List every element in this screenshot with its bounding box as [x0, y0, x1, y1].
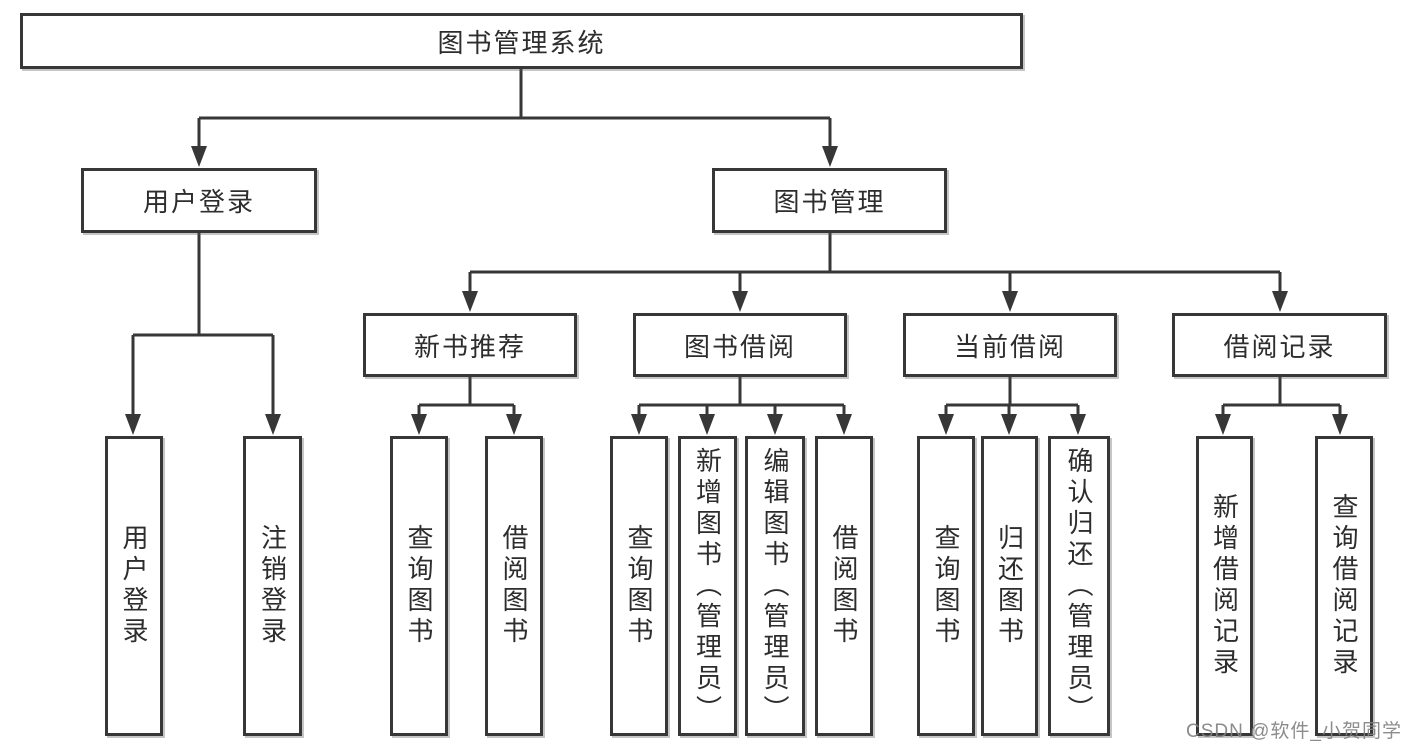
node-book-borrowing: 图书借阅: [633, 313, 847, 377]
node-label: 查询借阅记录: [1329, 493, 1359, 679]
node-label: 注销登录: [257, 524, 288, 648]
node-leaf-return-books: 归还图书: [981, 436, 1038, 736]
node-leaf-logout: 注销登录: [243, 436, 302, 736]
node-borrowing-records: 借阅记录: [1172, 313, 1387, 377]
node-leaf-edit-books-admin: 编辑图书（管理员）: [745, 436, 805, 736]
node-leaf-borrow-books-borrowing: 借阅图书: [815, 436, 873, 736]
node-label: 新增借阅记录: [1209, 493, 1240, 679]
node-leaf-add-books-admin: 新增图书（管理员）: [678, 436, 737, 736]
node-label: 用户登录: [142, 187, 255, 217]
node-label: 借阅图书: [829, 524, 859, 648]
node-leaf-query-books-borrowing: 查询图书: [610, 436, 668, 736]
node-label: 新增图书（管理员）: [692, 447, 723, 726]
node-label: 图书管理: [773, 187, 886, 217]
node-user-login: 用户登录: [81, 168, 317, 233]
node-root: 图书管理系统: [20, 13, 1023, 69]
node-label: 当前借阅: [953, 331, 1066, 362]
node-label: 借阅图书: [499, 524, 529, 648]
node-leaf-confirm-return-admin: 确认归还（管理员）: [1048, 436, 1110, 736]
node-label: 新书推荐: [413, 331, 526, 362]
node-new-book-recommend: 新书推荐: [363, 313, 577, 377]
node-label: 归还图书: [994, 524, 1025, 648]
node-leaf-add-borrow-record: 新增借阅记录: [1196, 436, 1253, 736]
node-label: 编辑图书（管理员）: [760, 447, 790, 726]
node-leaf-query-books-current: 查询图书: [917, 436, 975, 736]
node-label: 用户登录: [119, 524, 149, 648]
node-leaf-query-borrow-record: 查询借阅记录: [1315, 436, 1373, 736]
node-label: 查询图书: [931, 524, 961, 648]
node-label: 借阅记录: [1223, 331, 1336, 362]
node-label: 确认归还（管理员）: [1064, 447, 1094, 726]
node-label: 查询图书: [624, 524, 654, 648]
node-leaf-borrow-books-recommend: 借阅图书: [485, 436, 543, 736]
node-book-management: 图书管理: [712, 168, 947, 233]
csdn-watermark: CSDN @软件_小贺同学: [1186, 721, 1402, 742]
node-label: 图书借阅: [683, 331, 796, 362]
node-leaf-query-books-recommend: 查询图书: [390, 436, 448, 736]
node-label: 图书管理系统: [437, 27, 606, 58]
node-leaf-user-login: 用户登录: [105, 436, 163, 736]
node-current-borrowing: 当前借阅: [903, 313, 1117, 377]
node-label: 查询图书: [404, 524, 434, 648]
